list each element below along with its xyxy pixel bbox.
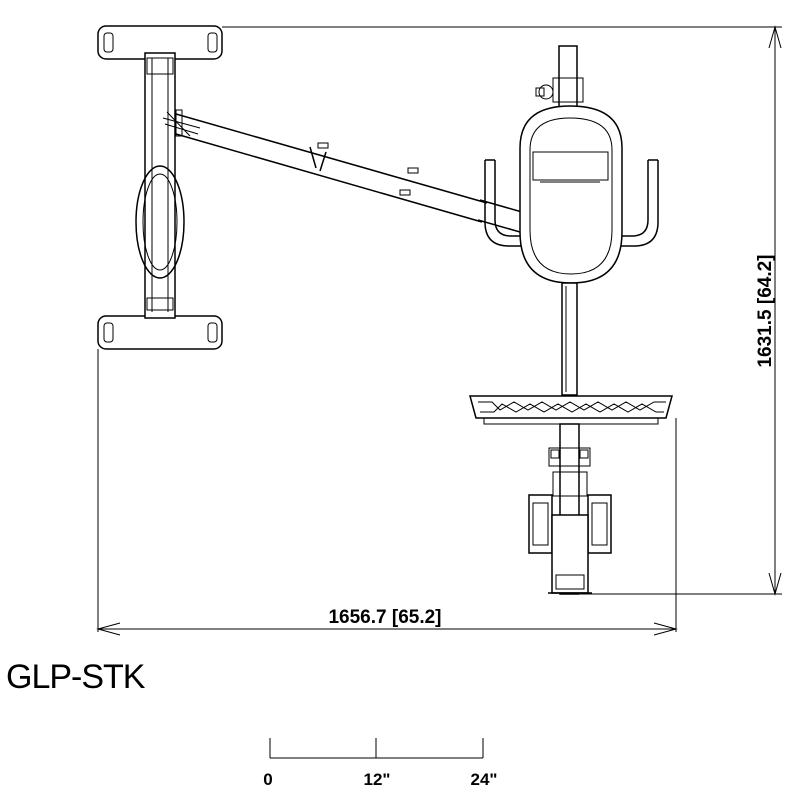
connecting-beam — [175, 113, 523, 233]
model-name-label: GLP-STK — [6, 658, 146, 696]
console-assembly — [484, 45, 659, 396]
scale-label-12: 12" — [364, 770, 391, 789]
width-dimension — [96, 349, 678, 636]
scale-label-0: 0 — [263, 770, 272, 789]
foot-platform — [469, 395, 673, 425]
width-dimension-label: 1656.7 [65.2] — [328, 607, 441, 628]
height-dimension — [222, 25, 782, 596]
rear-base-assembly — [528, 423, 612, 595]
scale-label-24: 24" — [471, 770, 498, 789]
scale-bar — [269, 738, 484, 759]
left-base-assembly — [97, 25, 223, 350]
height-dimension-label: 1631.5 [64.2] — [755, 254, 776, 367]
